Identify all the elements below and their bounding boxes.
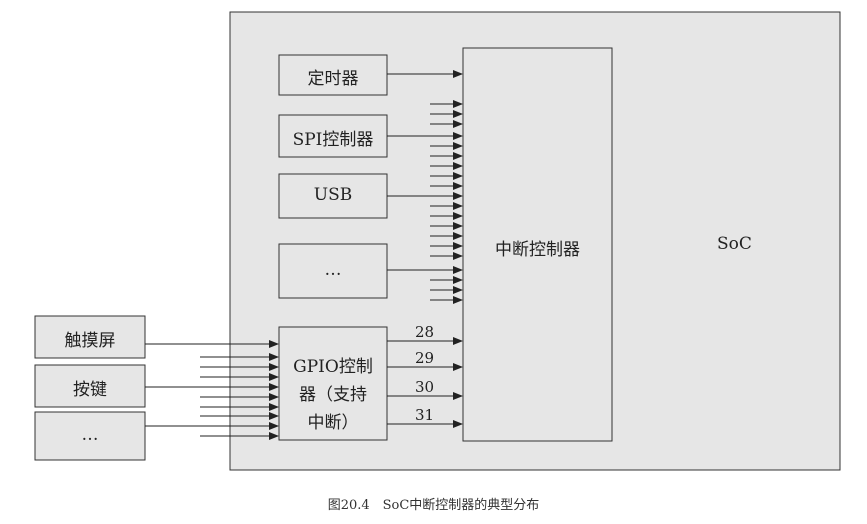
spi-label: SPI控制器 [292,130,374,150]
other-internal-box [278,243,388,299]
gpio-line-label-28: 28 [415,323,435,341]
gpio-controller-label-line1: GPIO控制 [293,357,373,377]
irq-stub-lines [430,100,463,304]
gpio-input-lines [145,353,279,440]
usb-box [278,173,388,219]
touchscreen-box [34,315,146,359]
keypad-label: 按键 [73,380,107,400]
gpio-line-label-31: 31 [415,406,435,424]
gpio-line-label-30: 30 [415,378,435,396]
figure-caption: 图20.4 SoC中断控制器的典型分布 [327,498,540,513]
timer-box [278,54,388,96]
other-external-label: … [81,425,99,445]
other-external-box [34,411,146,461]
soc-label: SoC [717,234,752,254]
gpio-controller-label-line2: 器（支持 [299,385,367,405]
keypad-box [34,364,146,408]
other-internal-label: … [324,260,342,280]
usb-label: USB [313,185,353,205]
gpio-line-label-29: 29 [415,349,435,367]
interrupt-controller-box [462,47,613,442]
gpio-controller-label-line3: 中断） [307,413,359,433]
touchscreen-label: 触摸屏 [64,331,116,351]
gpio-controller-box [278,326,388,441]
interrupt-controller-label: 中断控制器 [495,240,580,260]
timer-label: 定时器 [307,69,359,89]
